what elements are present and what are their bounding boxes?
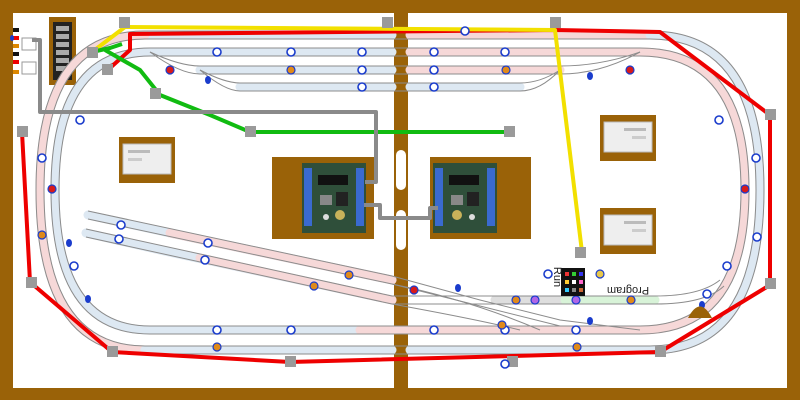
- power-bus-red: [20, 28, 772, 364]
- power-supply-left: [119, 137, 175, 183]
- feeder-rings: [37, 26, 762, 369]
- insulated-joiners: [10, 35, 705, 325]
- wire-yellow: [90, 25, 584, 253]
- power-supply-right-bottom: [600, 208, 656, 254]
- board-tab: [688, 306, 712, 318]
- wire-connectors: [17, 17, 776, 367]
- power-input-plug: [13, 28, 37, 75]
- power-supply-right-top: [600, 115, 656, 161]
- run-label: Run: [551, 267, 563, 287]
- decoder-board-left: [272, 157, 374, 239]
- program-label: Program: [607, 284, 649, 296]
- decoder-board-right: [430, 157, 531, 239]
- run-program-switch[interactable]: [561, 268, 585, 296]
- wire-gray: [32, 38, 438, 220]
